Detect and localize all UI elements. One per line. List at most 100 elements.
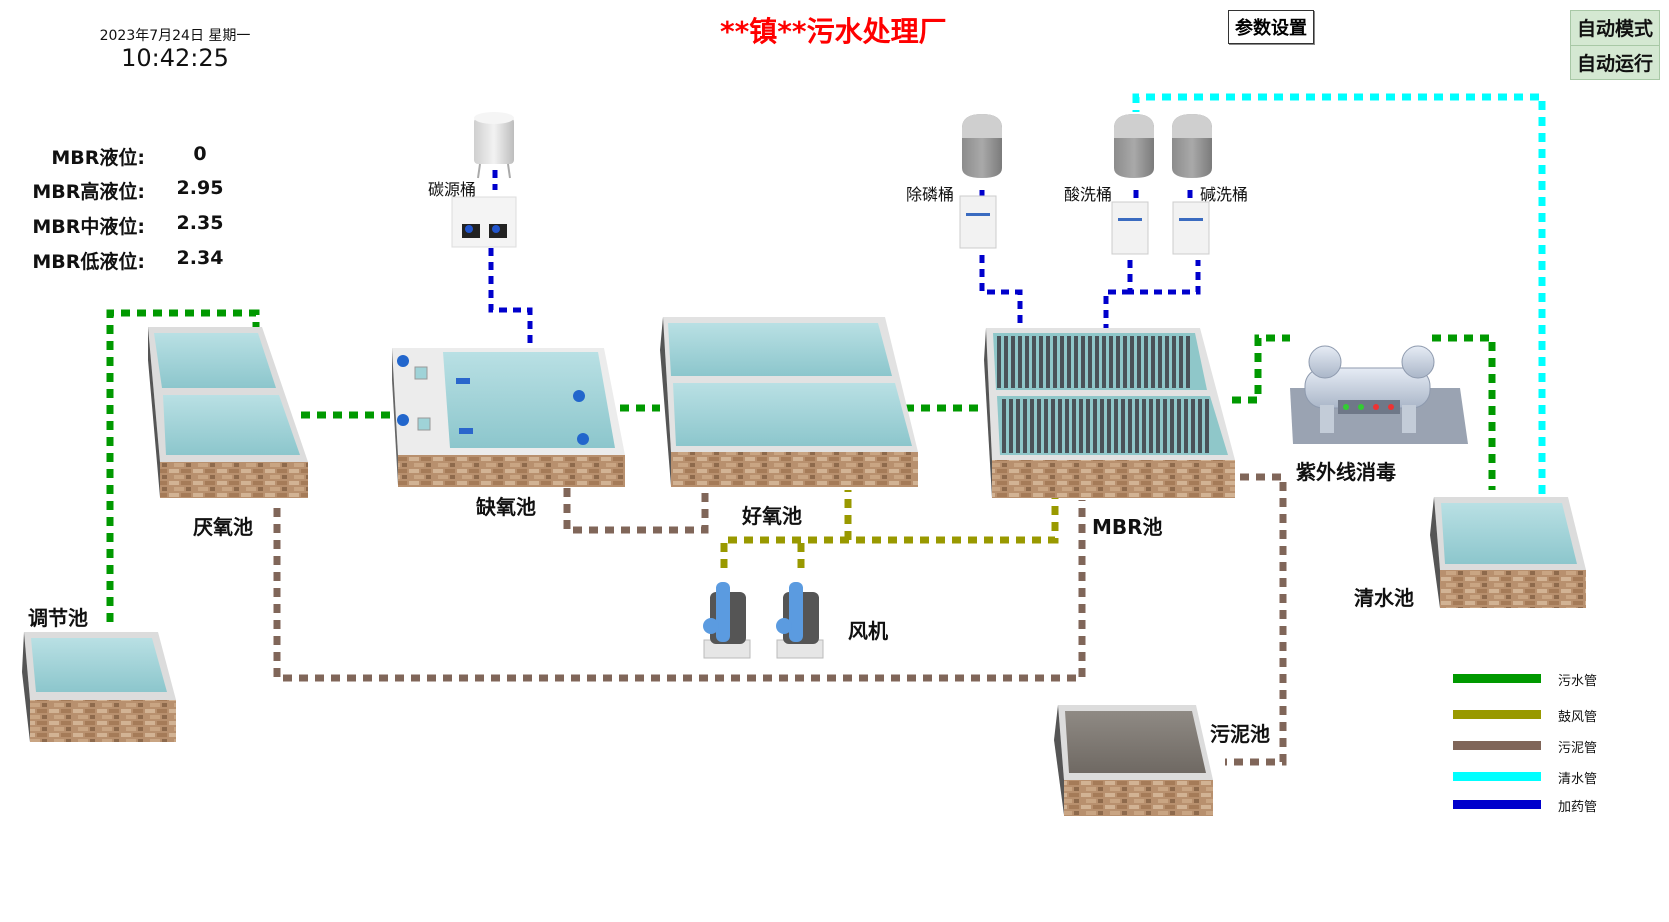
auto-mode-button[interactable]: 自动模式 bbox=[1576, 18, 1653, 41]
blower-pipe-main bbox=[720, 498, 1059, 568]
membrane-module bbox=[1025, 336, 1029, 388]
sewage-pipe-mbr-to-uv bbox=[1232, 334, 1290, 404]
uv-disinfection-graphic bbox=[1290, 345, 1468, 444]
legend-swatch bbox=[1453, 741, 1541, 750]
sludge-pipe-return-main bbox=[273, 500, 1086, 682]
membrane-module bbox=[1107, 399, 1111, 453]
blower-2-graphic bbox=[776, 582, 824, 659]
membrane-module bbox=[1081, 336, 1085, 388]
mbr-level-value: 0 bbox=[193, 143, 207, 165]
carbon-source-tank-label: 碳源桶 bbox=[428, 180, 477, 199]
membrane-module bbox=[1079, 399, 1083, 453]
membrane-module bbox=[1165, 336, 1169, 388]
current-date: 2023年7月24日 星期一 bbox=[99, 28, 251, 44]
membrane-module bbox=[1053, 336, 1057, 388]
parameter-settings-button[interactable]: 参数设置 bbox=[1228, 10, 1314, 44]
dosing-pipe-acid-alkali bbox=[1103, 260, 1201, 332]
membrane-module bbox=[1121, 399, 1125, 453]
mbr-mid-level-value: 2.35 bbox=[176, 212, 224, 234]
auto-run-status[interactable]: 自动运行 bbox=[1571, 44, 1659, 80]
membrane-module bbox=[1144, 336, 1148, 388]
sludge-tank-label: 污泥池 bbox=[1210, 722, 1270, 746]
membrane-module bbox=[1184, 399, 1188, 453]
sewage-pipe-uv-to-clear bbox=[1432, 334, 1496, 490]
membrane-module bbox=[1130, 336, 1134, 388]
membrane-module bbox=[1011, 336, 1015, 388]
legend-item-sludge-pipe: 污泥管 bbox=[1453, 737, 1653, 756]
phosphorus-removal-tank-graphic bbox=[959, 114, 1002, 249]
dosing-pipe-phosphorus bbox=[979, 255, 1023, 332]
page-title: **镇**污水处理厂 bbox=[720, 15, 947, 48]
membrane-module bbox=[1023, 399, 1027, 453]
legend-item-blower-pipe: 鼓风管 bbox=[1453, 706, 1653, 725]
dosing-pipe-tank-links bbox=[492, 170, 1193, 200]
membrane-module bbox=[1179, 336, 1183, 388]
membrane-module bbox=[1093, 399, 1097, 453]
legend-label: 污泥管 bbox=[1558, 741, 1598, 756]
membrane-module bbox=[1172, 336, 1176, 388]
membrane-module bbox=[1018, 336, 1022, 388]
membrane-module bbox=[1114, 399, 1118, 453]
membrane-module bbox=[1032, 336, 1036, 388]
legend-item-sewage-pipe: 污水管 bbox=[1453, 670, 1653, 689]
anaerobic-tank-graphic bbox=[148, 327, 308, 498]
aerobic-tank-label: 好氧池 bbox=[742, 504, 802, 528]
membrane-module bbox=[1067, 336, 1071, 388]
phosphorus-removal-tank-label: 除磷桶 bbox=[906, 185, 955, 204]
membrane-module bbox=[1046, 336, 1050, 388]
mbr-tank-label: MBR池 bbox=[1092, 515, 1163, 539]
membrane-module bbox=[1116, 336, 1120, 388]
mbr-high-level-label: MBR高液位: bbox=[32, 181, 145, 203]
membrane-module bbox=[1205, 399, 1209, 453]
membrane-module bbox=[1109, 336, 1113, 388]
alkali-wash-tank-label: 碱洗桶 bbox=[1200, 185, 1249, 204]
membrane-module bbox=[1030, 399, 1034, 453]
mbr-high-level-value: 2.95 bbox=[176, 177, 224, 199]
legend-label: 清水管 bbox=[1558, 772, 1598, 787]
legend-swatch bbox=[1453, 710, 1541, 719]
membrane-module bbox=[1060, 336, 1064, 388]
membrane-module bbox=[1086, 399, 1090, 453]
membrane-module bbox=[1016, 399, 1020, 453]
membrane-module bbox=[1100, 399, 1104, 453]
mbr-low-level-label: MBR低液位: bbox=[32, 251, 145, 273]
acid-wash-tank-label: 酸洗桶 bbox=[1064, 185, 1113, 204]
current-time: 10:42:25 bbox=[121, 44, 229, 72]
sludge-pipe-return bbox=[563, 488, 709, 534]
membrane-module bbox=[997, 336, 1001, 388]
legend-swatch bbox=[1453, 800, 1541, 809]
membrane-module bbox=[1088, 336, 1092, 388]
membrane-module bbox=[1198, 399, 1202, 453]
legend-label: 鼓风管 bbox=[1558, 710, 1598, 725]
membrane-module bbox=[1065, 399, 1069, 453]
membrane-module bbox=[1044, 399, 1048, 453]
membrane-module bbox=[1004, 336, 1008, 388]
sludge-tank-graphic bbox=[1054, 705, 1213, 816]
membrane-module bbox=[1123, 336, 1127, 388]
aerobic-tank-graphic bbox=[660, 317, 918, 487]
blower-pipe-branch bbox=[797, 490, 852, 568]
membrane-module bbox=[1102, 336, 1106, 388]
anoxic-tank-graphic bbox=[392, 348, 625, 487]
mbr-mid-level-label: MBR中液位: bbox=[32, 216, 145, 238]
membrane-module bbox=[1072, 399, 1076, 453]
membrane-module bbox=[1170, 399, 1174, 453]
blower-1-graphic bbox=[703, 582, 751, 659]
membrane-module bbox=[1142, 399, 1146, 453]
membrane-module bbox=[1137, 336, 1141, 388]
membrane-module bbox=[1163, 399, 1167, 453]
membrane-module bbox=[1135, 399, 1139, 453]
legend-item-dosing-pipe: 加药管 bbox=[1453, 796, 1653, 815]
mbr-level-label: MBR液位: bbox=[51, 147, 145, 169]
blower-label: 风机 bbox=[848, 619, 888, 643]
membrane-module bbox=[1158, 336, 1162, 388]
clear-water-tank-label: 清水池 bbox=[1354, 586, 1414, 610]
membrane-module bbox=[1039, 336, 1043, 388]
membrane-module bbox=[1095, 336, 1099, 388]
legend-item-clear-water-pipe: 清水管 bbox=[1453, 768, 1653, 787]
mbr-low-level-value: 2.34 bbox=[176, 247, 224, 269]
membrane-module bbox=[1177, 399, 1181, 453]
anaerobic-tank-label: 厌氧池 bbox=[193, 515, 253, 539]
uv-disinfection-label: 紫外线消毒 bbox=[1296, 460, 1396, 484]
